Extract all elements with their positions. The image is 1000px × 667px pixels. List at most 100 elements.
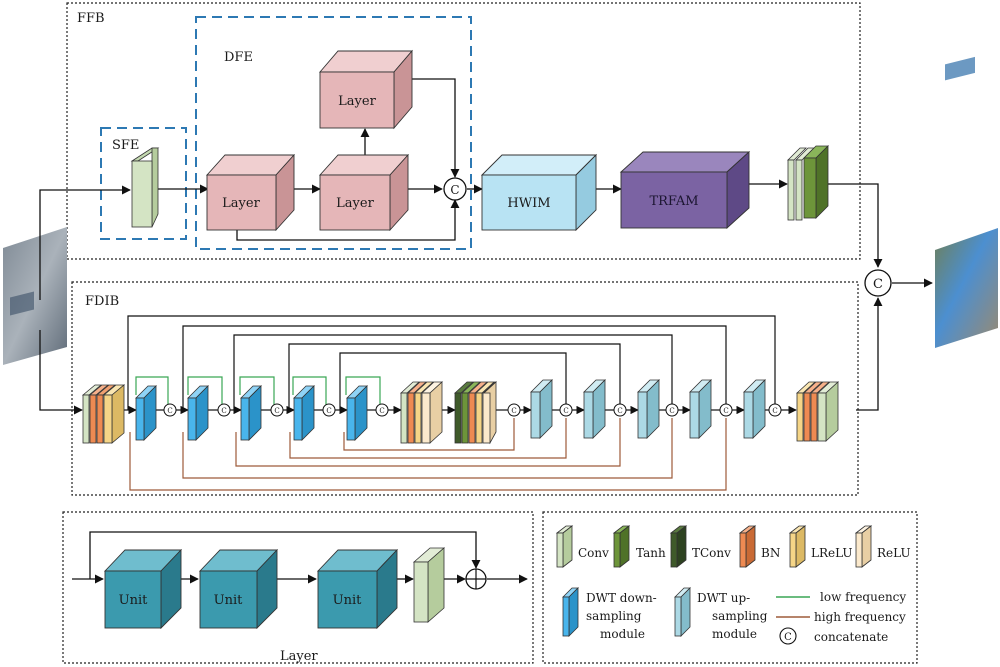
fdib-concat-icon-6: C [507, 403, 521, 417]
dwt-up-module-4 [689, 379, 712, 439]
dfe-layer-cube-1: Layer [205, 153, 296, 232]
dwt-up-module-3 [637, 379, 660, 439]
hwim-text: HWIM [507, 196, 550, 211]
dfe-frame [195, 16, 472, 250]
legend-concatenate-label: concatenate [814, 630, 888, 644]
fdib-input-path [39, 297, 883, 415]
svg-text:C: C [274, 407, 279, 415]
legend-dwt-down-label-3: module [600, 627, 645, 641]
legend-dwt-up-label-3: module [712, 627, 757, 641]
legend-bn: BN [738, 525, 780, 568]
dfe-layer-3-text: Layer [338, 94, 376, 109]
legend-lrelu: LReLU [788, 525, 853, 568]
svg-text:C: C [669, 407, 674, 415]
fdib-middle-stack-b [453, 381, 498, 445]
layer-frame [62, 511, 534, 664]
unit-cube-2: Unit [198, 548, 279, 630]
trfam-block: TRFAM [619, 150, 751, 230]
ffb-tail-conv-2 [795, 147, 815, 221]
svg-text:C: C [221, 407, 226, 415]
legend-frame [542, 511, 918, 664]
layer-frame-label: Layer [280, 649, 318, 664]
legend-relu-label: ReLU [877, 546, 911, 560]
svg-text:C: C [617, 407, 622, 415]
fdib-concat-icon-5: C [375, 403, 389, 417]
svg-text:C: C [772, 407, 777, 415]
legend-tconv: TConv [669, 525, 731, 568]
legend-tanh: Tanh [612, 525, 666, 568]
legend-conv-label: Conv [578, 546, 609, 560]
legend-tanh-label: Tanh [636, 546, 666, 560]
fdib-frame [71, 281, 859, 496]
trfam-text: TRFAM [649, 194, 698, 209]
fdib-concat-icon-11: C [768, 403, 782, 417]
ffb-tail-conv [787, 147, 807, 221]
unit-cube-3: Unit [316, 548, 399, 630]
legend-low-frequency: low frequency [776, 590, 906, 604]
fdib-low-frequency-lines [135, 376, 381, 405]
dwt-down-module-5 [346, 385, 368, 441]
dwt-down-module-2 [187, 385, 209, 441]
fdib-label: FDIB [85, 294, 119, 309]
input-image [3, 227, 67, 365]
dfe-label: DFE [224, 50, 253, 65]
svg-text:C: C [784, 632, 792, 643]
legend-relu: ReLU [854, 525, 911, 568]
fdib-concat-icon-9: C [665, 403, 679, 417]
dfe-layer-2-text: Layer [336, 196, 374, 211]
svg-text:C: C [723, 407, 728, 415]
legend-dwt-down-label-2: sampling [586, 609, 642, 623]
legend-conv: Conv [555, 525, 609, 568]
fdib-high-frequency-lines [129, 418, 727, 491]
dfe-layer-cube-2: Layer [318, 153, 410, 232]
dwt-down-module-1 [135, 385, 157, 441]
legend-high-frequency: high frequency [776, 610, 906, 624]
legend-dwt-up-label-2: sampling [712, 609, 768, 623]
dfe-concat-icon: C [443, 177, 467, 201]
legend-lrelu-label: LReLU [811, 546, 853, 560]
svg-text:C: C [379, 407, 384, 415]
legend-low-frequency-label: low frequency [820, 590, 906, 604]
fdib-concat-icon-2: C [217, 403, 231, 417]
legend-high-frequency-label: high frequency [814, 610, 906, 624]
fdib-concat-icon-3: C [270, 403, 284, 417]
legend-concatenate: C concatenate [779, 627, 888, 645]
sfe-frame [100, 127, 187, 240]
svg-text:C: C [563, 407, 568, 415]
legend-dwt-down: DWT down- sampling module [562, 587, 657, 641]
sfe-conv-block [130, 147, 160, 228]
fdib-skip-connections [127, 315, 776, 410]
layer-conv-block [412, 547, 446, 623]
sfe-label: SFE [112, 138, 139, 153]
unit-3-text: Unit [333, 593, 362, 608]
legend-dwt-up: DWT up- sampling module [674, 587, 768, 641]
unit-1-text: Unit [119, 593, 148, 608]
dwt-down-module-3 [240, 385, 262, 441]
fdib-concat-icon-10: C [719, 403, 733, 417]
legend-tconv-label: TConv [692, 546, 731, 560]
fdib-head-block-stack [81, 384, 126, 444]
legend: Conv Tanh TConv BN LReLU [555, 525, 911, 645]
fdib-concat-icon-8: C [613, 403, 627, 417]
output-image [935, 56, 998, 348]
fdib-tail-block-stack [795, 381, 840, 442]
svg-text:C: C [326, 407, 331, 415]
dfe-layer-1-text: Layer [222, 196, 260, 211]
fdib-concat-icon-4: C [322, 403, 336, 417]
legend-dwt-down-label-1: DWT down- [586, 591, 657, 605]
svg-text:C: C [450, 183, 459, 197]
dfe-layer-cube-3: Layer [319, 49, 413, 130]
ffb-tail-blocks [787, 145, 829, 221]
ffb-tail-tanh [803, 145, 829, 219]
fdib-concat-icons: C C C C C C C C C C C [163, 403, 782, 417]
svg-text:C: C [873, 277, 883, 292]
layer-add-icon [465, 568, 487, 590]
dwt-down-module-4 [293, 385, 315, 441]
fdib-middle-stack-a [399, 381, 444, 444]
dwt-up-module-2 [583, 379, 606, 439]
fdib-concat-icon-7: C [559, 403, 573, 417]
legend-bn-label: BN [761, 546, 780, 560]
ffb-frame [66, 2, 861, 260]
legend-dwt-up-label-1: DWT up- [697, 591, 750, 605]
